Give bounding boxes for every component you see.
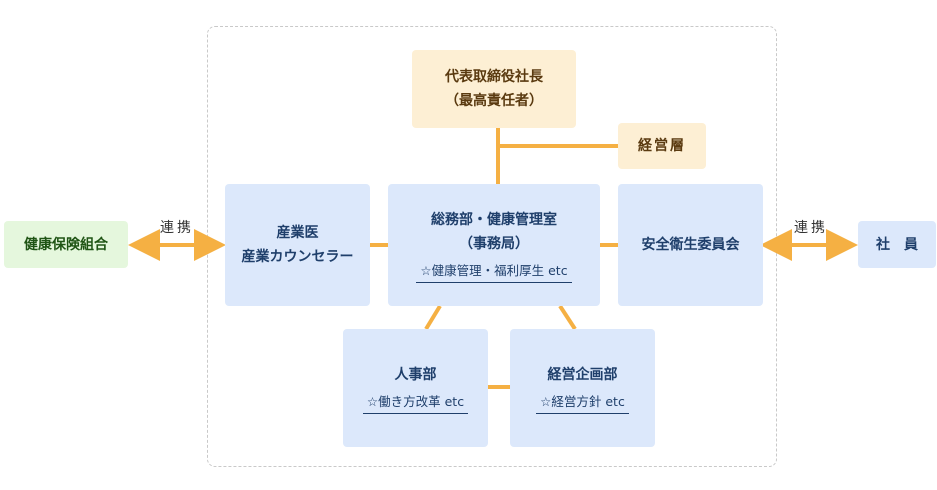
ceo-subtitle: （最高責任者） (445, 93, 543, 109)
management-box: 経営層 (618, 123, 706, 169)
planning-duties: ☆経営方針 etc (536, 393, 629, 414)
hr-box: 人事部 ☆働き方改革 etc (343, 329, 488, 447)
employee-link-label: 連携 (794, 220, 828, 236)
planning-connector (558, 304, 577, 331)
ceo-title: 代表取締役社長 (445, 69, 543, 85)
employees-box: 社 員 (858, 221, 936, 268)
management-label: 経営層 (638, 138, 686, 154)
insurance-link-label: 連携 (160, 220, 194, 236)
ceo-box: 代表取締役社長 （最高責任者） (412, 50, 576, 128)
doctor-box: 産業医 産業カウンセラー (225, 184, 370, 306)
insurance-box: 健康保険組合 (4, 221, 128, 268)
employees-label: 社 員 (876, 236, 918, 253)
planning-box: 経営企画部 ☆経営方針 etc (510, 329, 655, 447)
counselor-title: 産業カウンセラー (241, 249, 354, 265)
doctor-title: 産業医 (276, 225, 319, 241)
insurance-label: 健康保険組合 (24, 236, 108, 253)
hr-title: 人事部 (394, 366, 437, 383)
secretariat-title: （事務局） (459, 235, 529, 252)
planning-title: 経営企画部 (547, 366, 618, 383)
hr-connector (424, 304, 442, 331)
general-affairs-title: 総務部・健康管理室 (431, 211, 557, 228)
general-affairs-duties: ☆健康管理・福利厚生 etc (416, 262, 572, 283)
general-affairs-box: 総務部・健康管理室 （事務局） ☆健康管理・福利厚生 etc (388, 184, 600, 306)
safety-committee-label: 安全衛生委員会 (641, 237, 740, 253)
safety-committee-box: 安全衛生委員会 (618, 184, 763, 306)
hr-duties: ☆働き方改革 etc (362, 393, 469, 414)
